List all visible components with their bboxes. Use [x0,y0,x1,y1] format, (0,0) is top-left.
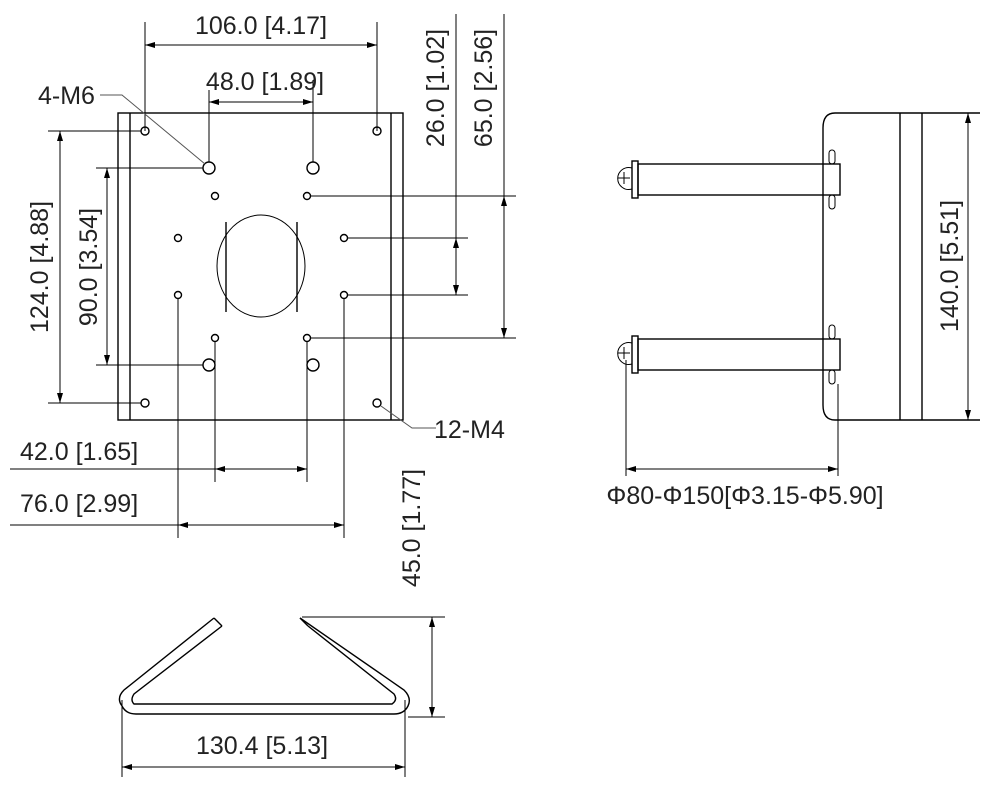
side-view [617,112,980,421]
dim-height-inner-label: 90.0 [3.54] [75,208,103,326]
dim-hole-spacing-large: 65.0 [2.56] [311,14,516,339]
callout-m6: 4-M6 [38,82,206,165]
dim-side-height: 140.0 [5.51] [936,113,971,420]
m6-holes [202,161,320,372]
dim-pole-diameter: Φ80-Φ150[Φ3.15-Φ5.90] [606,360,884,510]
dim-hole-spacing-large-label: 65.0 [2.56] [470,29,498,147]
dim-width-inner-label: 48.0 [1.89] [206,68,324,96]
dim-height-outer: 124.0 [4.88] [26,130,141,404]
label-m6: 4-M6 [38,82,95,110]
upper-arm [617,149,841,210]
dim-height-inner: 90.0 [3.54] [75,167,203,366]
callout-m4: 12-M4 [380,405,505,444]
dim-width-inner: 48.0 [1.89] [206,68,324,162]
center-opening [216,214,306,318]
dim-bottom-outer: 76.0 [2.99] [10,299,345,538]
dim-bracket-height-label: 45.0 [1.77] [398,469,426,587]
dim-bracket-height: 45.0 [1.77] [302,469,445,718]
dim-bracket-width: 130.4 [5.13] [121,700,406,777]
dim-bottom-inner: 42.0 [1.65] [10,342,308,482]
dim-side-height-label: 140.0 [5.51] [936,200,964,332]
bracket-v-shape [118,617,411,715]
dim-bottom-outer-label: 76.0 [2.99] [20,490,138,518]
dim-pole-diameter-label: Φ80-Φ150[Φ3.15-Φ5.90] [606,482,883,510]
dim-width-outer: 106.0 [4.17] [144,12,378,131]
dim-bracket-width-label: 130.4 [5.13] [196,732,328,760]
top-view-plate [117,112,404,421]
lower-arm [617,324,841,385]
m4-holes [140,126,382,408]
dim-bottom-inner-label: 42.0 [1.65] [20,438,138,466]
dim-width-outer-label: 106.0 [4.17] [195,12,327,40]
dim-hole-spacing-small: 26.0 [1.02] [348,14,468,296]
dim-height-outer-label: 124.0 [4.88] [26,201,54,333]
dim-hole-spacing-small-label: 26.0 [1.02] [422,29,450,147]
label-m4: 12-M4 [434,416,505,444]
